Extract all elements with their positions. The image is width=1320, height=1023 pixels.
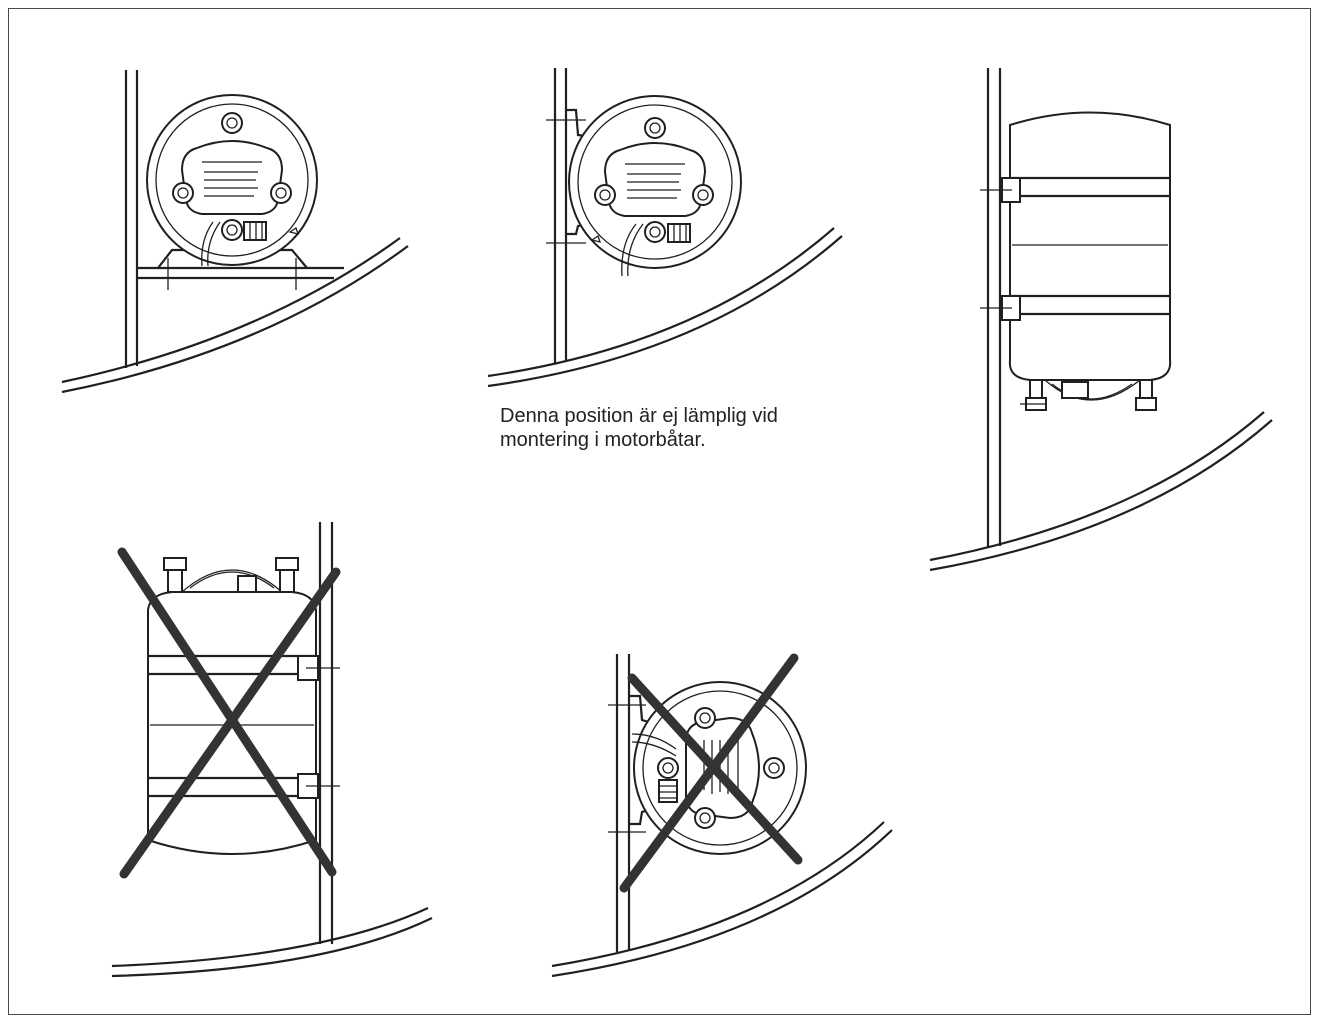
hull-curve [111, 907, 433, 978]
water-heater-end-view [568, 95, 742, 277]
hull-curve [487, 227, 843, 388]
water-heater-end-view [146, 94, 318, 267]
mounting-note-line-1: Denna position är ej lämplig vid [500, 405, 778, 427]
water-heater-vertical [980, 111, 1172, 381]
wall-posts [553, 68, 568, 364]
wall-posts [124, 70, 139, 368]
panel-top-left [61, 70, 409, 394]
top-connections [163, 557, 299, 593]
panel-top-middle [487, 68, 843, 388]
bottom-connections [1020, 379, 1157, 411]
hull-curve [929, 411, 1273, 572]
wall-posts [615, 654, 631, 952]
hull-curve [61, 237, 409, 394]
panel-bottom-left [111, 522, 433, 978]
panel-top-right [929, 68, 1273, 572]
diagram-frame [8, 8, 1311, 1015]
not-allowed-cross [117, 547, 341, 879]
hull-curve [551, 821, 893, 978]
mounting-note-line-2: montering i motorbåtar. [500, 429, 706, 451]
panel-bottom-middle [551, 653, 893, 978]
not-allowed-cross [619, 653, 803, 893]
mounting-note: Denna position är ej lämplig vid monteri… [500, 404, 860, 452]
